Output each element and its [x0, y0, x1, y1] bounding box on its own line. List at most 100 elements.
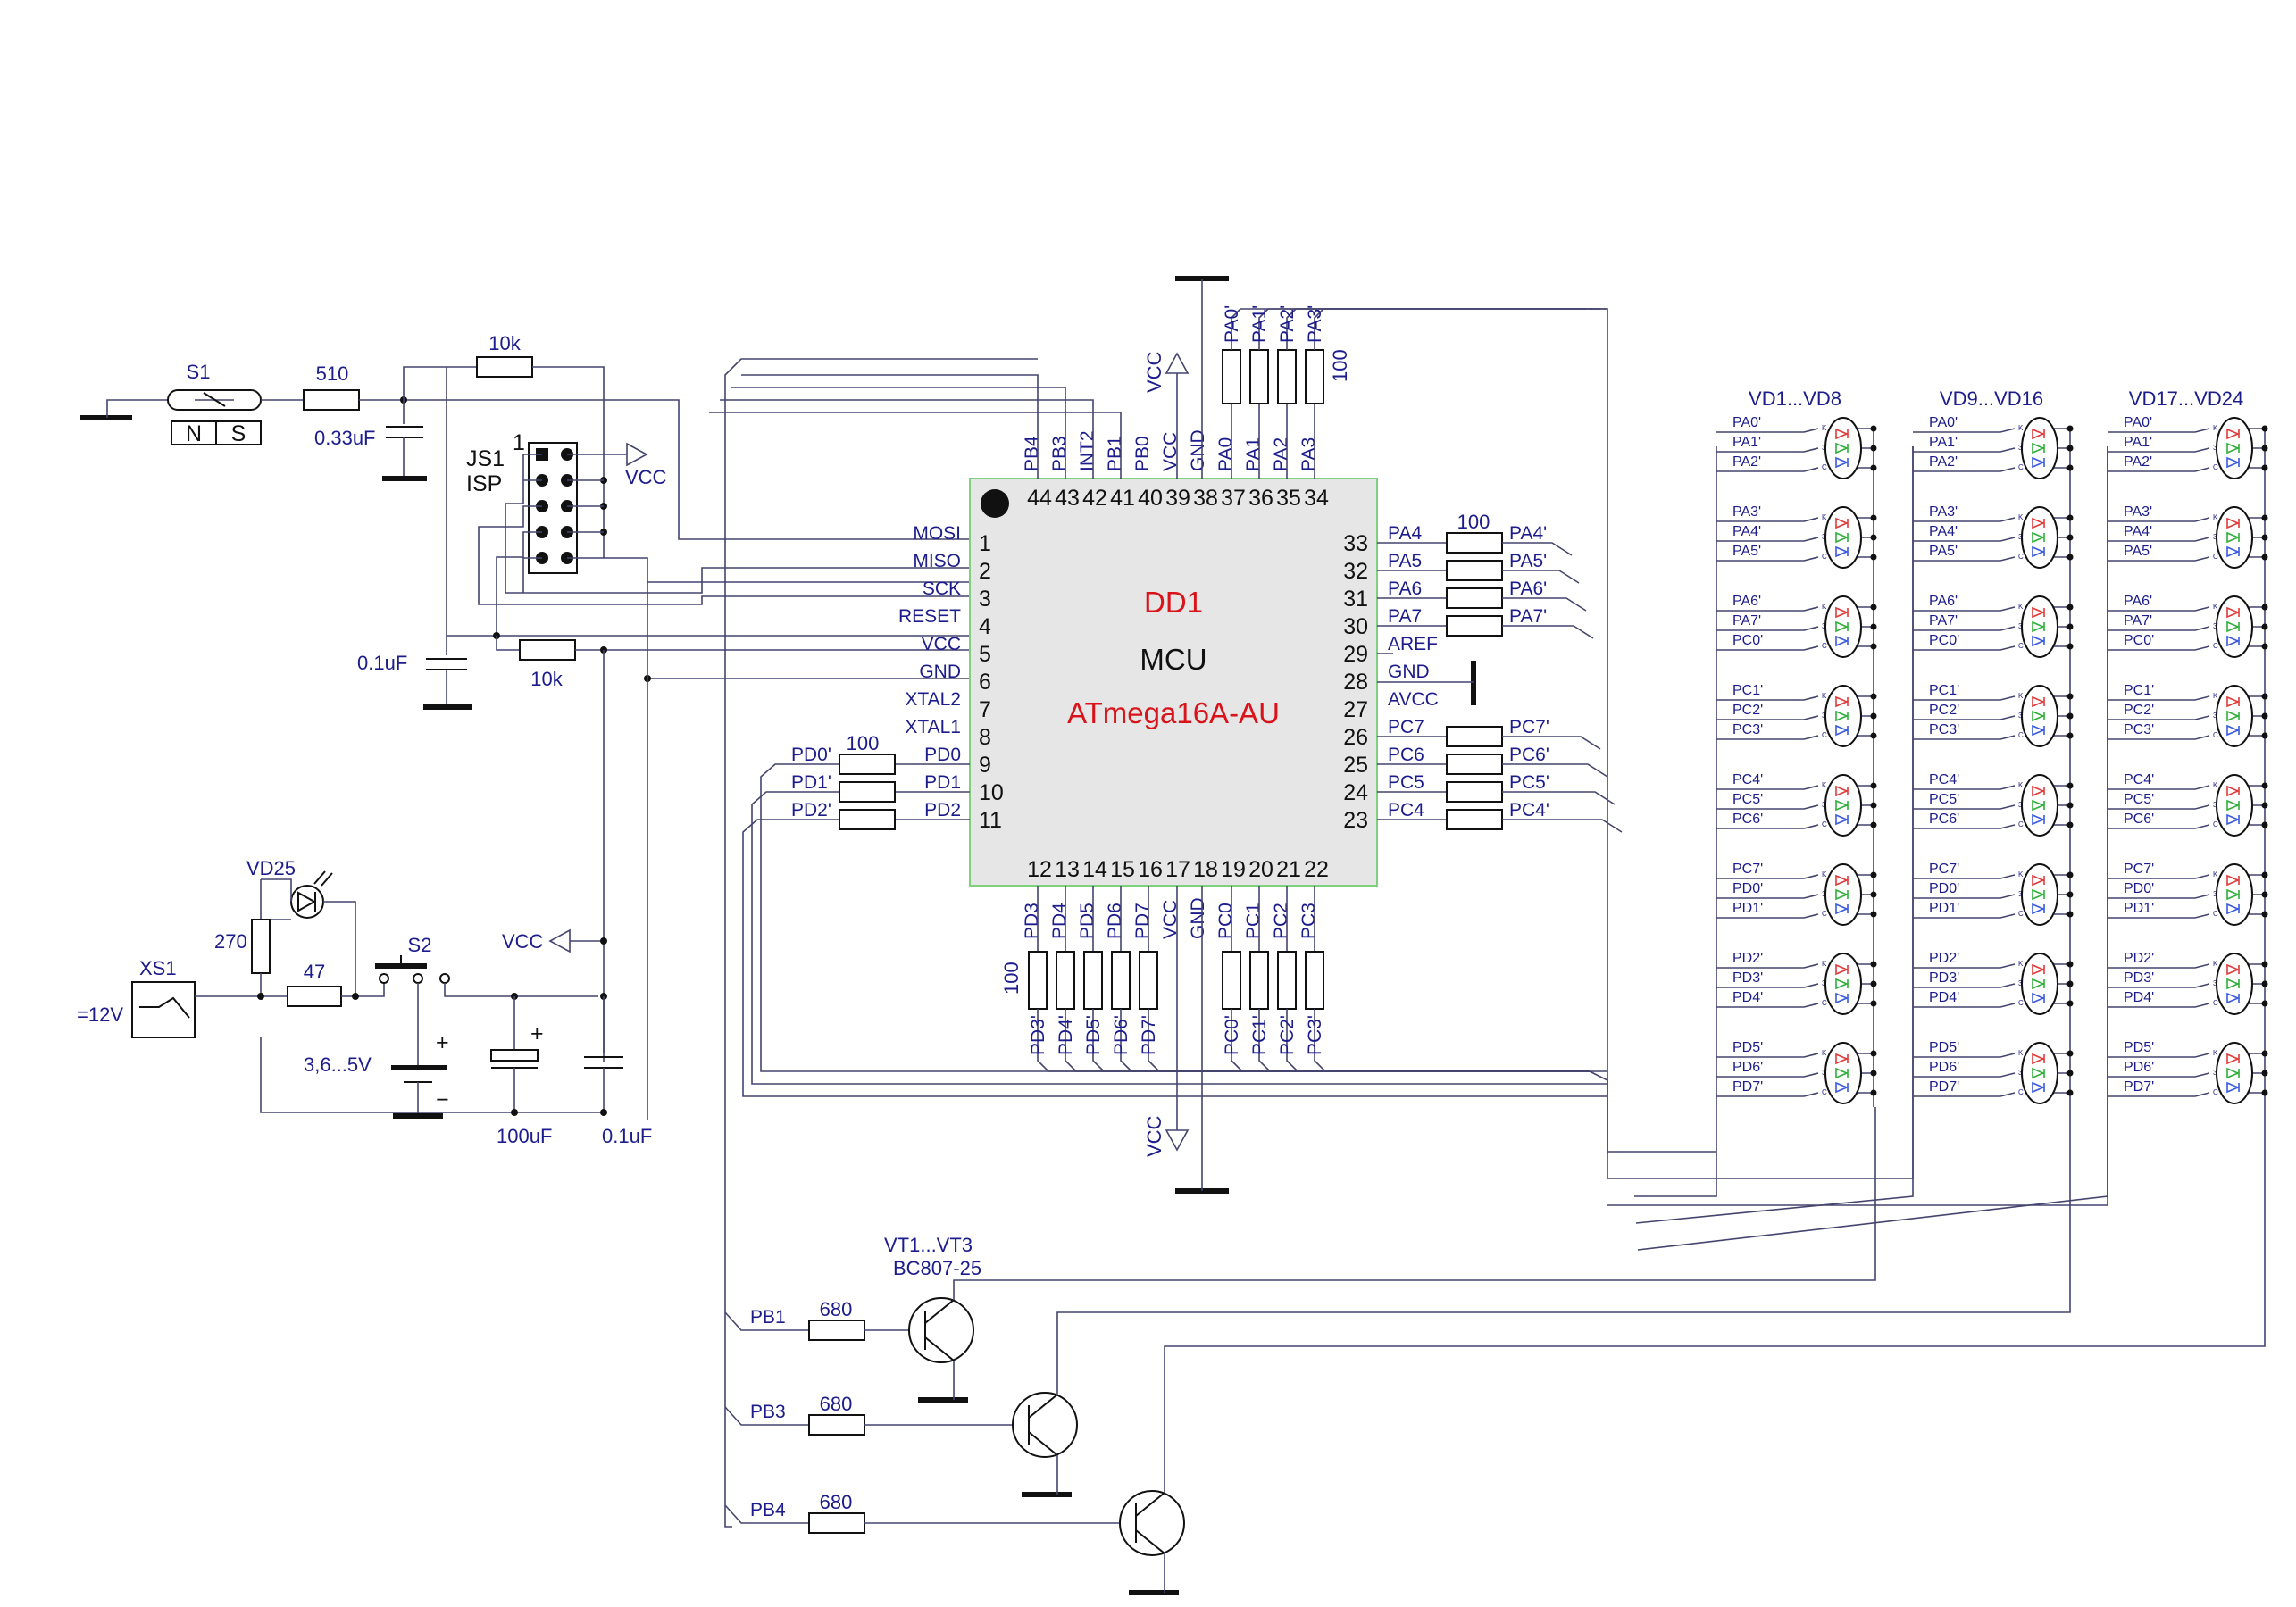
mcu-top-signal: PB0 [1132, 436, 1153, 471]
led-net-label: PD2' [2124, 951, 2154, 966]
transistor-part: BC807-25 [893, 1257, 981, 1279]
transistor-pnp [908, 1297, 974, 1363]
rgb-led [1824, 506, 1862, 569]
led-die [1835, 428, 1849, 440]
capacitor-01-reset-label: 0.1uF [357, 652, 407, 674]
top-vcc-flag: VCC [1143, 351, 1165, 393]
mcu-right-pin-number: 33 [1343, 531, 1368, 556]
resistor-bottom [1139, 951, 1158, 1010]
rgb-led [1824, 417, 1862, 479]
rgb-led [2216, 774, 2253, 837]
led-die [2032, 531, 2046, 544]
resistor-base-value: 680 [820, 1298, 853, 1320]
isp-connector-js1: 1 JS1 ISP VCC [466, 430, 970, 636]
led-pin-mark: C [2018, 553, 2024, 561]
mcu-top-pin-number: 42 [1082, 486, 1107, 511]
rgb-led [2021, 417, 2058, 479]
led-pin-mark: C [1822, 463, 1827, 471]
rgb-led [1824, 1042, 1862, 1104]
led-pin-mark: K [2213, 513, 2218, 521]
led-net-label: PC1' [2124, 683, 2154, 698]
mcu-left-signal: PD2 [924, 800, 961, 820]
mcu-bottom-pin-number: 14 [1082, 857, 1107, 882]
led-net-label: PD4' [1929, 990, 1959, 1005]
led-net-label: PD1' [2124, 901, 2154, 916]
led-net-label: PC4' [2124, 772, 2154, 787]
led-pin-mark: C [2213, 1088, 2218, 1096]
led-net-label: PC7' [1929, 862, 1959, 877]
led-pin-mark: 3 [2213, 890, 2217, 898]
led-die [1835, 724, 1849, 737]
led-net-label: PC6' [2124, 812, 2154, 827]
led-die [2032, 620, 2046, 633]
magnet-south [215, 420, 262, 445]
led-die [2032, 1081, 2046, 1094]
led-pin-mark: K [1822, 1049, 1827, 1057]
resistor-left [839, 781, 896, 803]
resistor-top [1305, 349, 1324, 404]
led-net-label: PC0' [1732, 633, 1763, 648]
rgb-led [2216, 863, 2253, 926]
led-die [2226, 1067, 2241, 1079]
led-pin-mark: 3 [1822, 533, 1826, 541]
bottom-net-label: PD3' [1028, 1015, 1048, 1055]
resistor-base [808, 1414, 865, 1436]
mcu-bottom-signal: VCC [1160, 900, 1181, 939]
mcu-top-pin-number: 34 [1304, 486, 1329, 511]
led-net-label: PD7' [1929, 1079, 1959, 1095]
led-pin-mark: 3 [1822, 1069, 1826, 1077]
mcu-right-pin-number: 25 [1343, 753, 1368, 778]
led-die [2032, 724, 2046, 737]
led-pin-mark: K [2213, 870, 2218, 878]
mcu-supply-rails: VCC VCC [1143, 276, 1476, 1194]
led-pin-mark: K [2018, 692, 2024, 700]
mcu-left-signal: RESET [898, 606, 961, 627]
resistor-left [839, 809, 896, 830]
resistor-bottom [1083, 951, 1103, 1010]
mcu-top-pin-number: 38 [1193, 486, 1218, 511]
rgb-led [2216, 506, 2253, 569]
rgb-led [1824, 595, 1862, 658]
led-die [1835, 456, 1849, 469]
mcu-left-pin-number: 2 [979, 559, 991, 584]
xs1-label: XS1 [139, 957, 177, 979]
mcu-bottom-signal: PD6 [1105, 903, 1125, 939]
mcu-bottom-signal: PC1 [1243, 903, 1264, 939]
mcu-left-signal: XTAL1 [905, 717, 961, 737]
led-net-label: PD2' [1929, 951, 1959, 966]
right-net-label: PA7' [1509, 606, 1547, 627]
transistor-base-net: PB1 [750, 1307, 786, 1328]
resistor-bottom [1249, 951, 1269, 1010]
capacitor-100u-label: 100uF [497, 1125, 552, 1147]
led-net-label: PC4' [1732, 772, 1763, 787]
led-pin-mark: C [1822, 820, 1827, 828]
led-die [2032, 978, 2046, 990]
mcu-bottom-pin-number: 20 [1248, 857, 1273, 882]
led-die [2032, 456, 2046, 469]
mcu-bottom-signal: PD4 [1049, 903, 1070, 939]
switch-s2-label: S2 [408, 934, 432, 956]
bottom-vcc-flag: VCC [1143, 1115, 1165, 1157]
led-net-label: PC4' [1929, 772, 1959, 787]
top-net-label: PA2' [1277, 305, 1298, 343]
capacitor-033-label: 0.33uF [314, 427, 376, 449]
mcu-right-signal: PC5 [1388, 772, 1424, 793]
mcu-type: MCU [1140, 643, 1206, 676]
resistor-right [1446, 781, 1503, 803]
mcu-top-signal: PB3 [1049, 436, 1070, 471]
led-die [2226, 1081, 2241, 1094]
led-pin-mark: 3 [1822, 622, 1826, 630]
mcu-left-signal: GND [919, 662, 961, 682]
mcu-left-signal: MOSI [913, 523, 961, 544]
resistor-base-value: 680 [820, 1393, 853, 1415]
mcu-left-pin-number: 8 [979, 725, 991, 750]
mcu-bottom-signal: PC3 [1298, 903, 1319, 939]
mcu-left-pin-number: 4 [979, 614, 991, 639]
mcu-left-signal: MISO [913, 551, 961, 571]
battery-minus: − [436, 1087, 449, 1112]
mcu-top-signal: PA2 [1271, 437, 1291, 471]
led-net-label: PD7' [2124, 1079, 2154, 1095]
mcu-right-pin-number: 27 [1343, 697, 1368, 722]
mcu-bottom-pin-number: 19 [1221, 857, 1246, 882]
